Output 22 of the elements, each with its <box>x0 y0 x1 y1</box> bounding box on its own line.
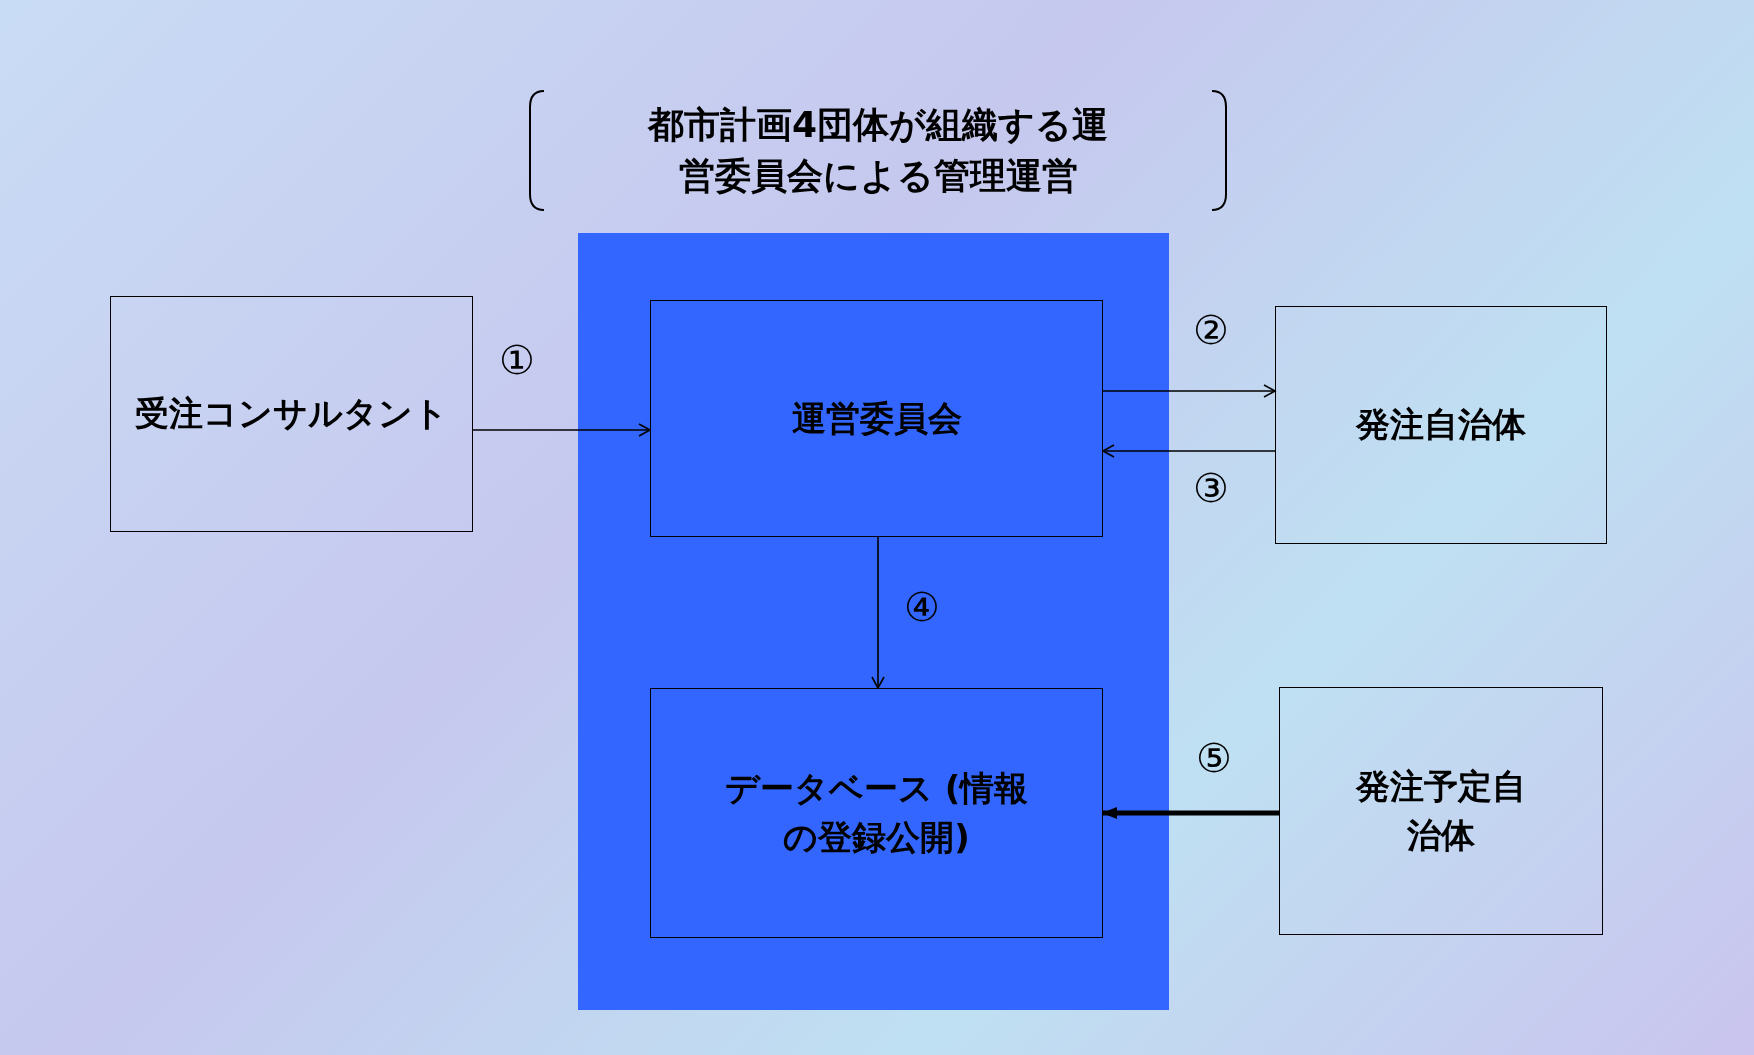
node-text: 発注自治体 <box>1356 403 1526 447</box>
arrow <box>871 536 885 689</box>
node-text: 受注コンサルタント <box>135 392 448 436</box>
step-number: ⑤ <box>1196 738 1232 778</box>
arrow <box>472 423 651 437</box>
entity-box <box>110 296 473 532</box>
node-text: 運営委員会 <box>791 396 962 440</box>
arrow <box>1102 444 1276 458</box>
entity-box <box>1279 687 1603 935</box>
process-box <box>650 688 1103 938</box>
step-number: ③ <box>1193 468 1229 508</box>
node-text: データベース (情報の登録公開) <box>723 766 1030 859</box>
title: 都市計画4団体が組織する運営委員会による管理運営 <box>646 103 1110 198</box>
step-number: ④ <box>904 587 940 627</box>
arrow <box>1102 384 1276 398</box>
node-text: 発注予定自治体 <box>1354 764 1527 857</box>
arrow <box>1102 807 1279 819</box>
step-number: ② <box>1193 310 1229 350</box>
panel-background <box>578 233 1169 1010</box>
process-box <box>650 300 1103 537</box>
step-number: ① <box>499 340 535 380</box>
entity-box <box>1275 306 1607 544</box>
